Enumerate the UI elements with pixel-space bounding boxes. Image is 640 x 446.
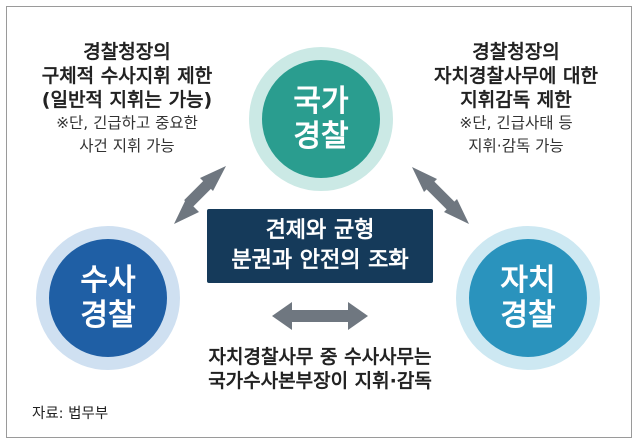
right-annotation-line: 지휘감독 제한 bbox=[460, 89, 572, 111]
center-box-line: 견제와 균형 bbox=[265, 218, 375, 243]
right-annotation-footnote: ※단, 긴급사태 등 bbox=[459, 114, 573, 132]
right-annotation-line: 자치경찰사무에 대한 bbox=[434, 65, 598, 87]
national-police-circle: 국가 경찰 bbox=[249, 47, 393, 191]
investigation-police-label-1: 수사 bbox=[80, 262, 136, 298]
autonomous-police-label-1: 자치 bbox=[500, 262, 556, 298]
national-police-label-2: 경찰 bbox=[293, 119, 349, 154]
right-annotation-footnote: 지휘·감독 가능 bbox=[468, 137, 564, 155]
source-credit: 자료: 법무부 bbox=[32, 406, 109, 422]
center-box: 견제와 균형 분권과 안전의 조화 bbox=[207, 209, 433, 283]
left-annotation-footnote: 사건 지휘 가능 bbox=[79, 137, 175, 155]
arrow-national-investigation bbox=[174, 166, 226, 224]
investigation-police-circle: 수사 경찰 bbox=[36, 226, 180, 370]
left-annotation-footnote: ※단, 긴급하고 중요한 bbox=[56, 114, 198, 132]
bottom-annotation-line: 국가수사본부장이 지휘·감독 bbox=[208, 370, 432, 392]
center-box-line: 분권과 안전의 조화 bbox=[231, 248, 409, 273]
national-police-label-1: 국가 bbox=[293, 83, 349, 119]
left-annotation-line: 경찰청장의 bbox=[83, 41, 171, 63]
left-annotation-line: (일반적 지휘는 가능) bbox=[41, 89, 213, 111]
bottom-annotation-line: 자치경찰사무 중 수사사무는 bbox=[208, 346, 432, 368]
bottom-annotation: 자치경찰사무 중 수사사무는 국가수사본부장이 지휘·감독 bbox=[172, 345, 468, 393]
arrow-national-autonomous bbox=[412, 167, 469, 224]
left-annotation: 경찰청장의 구체적 수사지휘 제한 (일반적 지휘는 가능) ※단, 긴급하고 … bbox=[8, 40, 246, 158]
autonomous-police-label-2: 경찰 bbox=[500, 298, 556, 333]
arrow-horizontal bbox=[272, 302, 368, 330]
left-annotation-line: 구체적 수사지휘 제한 bbox=[41, 65, 213, 87]
investigation-police-label-2: 경찰 bbox=[80, 298, 136, 333]
right-annotation: 경찰청장의 자치경찰사무에 대한 지휘감독 제한 ※단, 긴급사태 등 지휘·감… bbox=[398, 40, 634, 158]
right-annotation-line: 경찰청장의 bbox=[472, 41, 560, 63]
autonomous-police-circle: 자치 경찰 bbox=[456, 226, 600, 370]
